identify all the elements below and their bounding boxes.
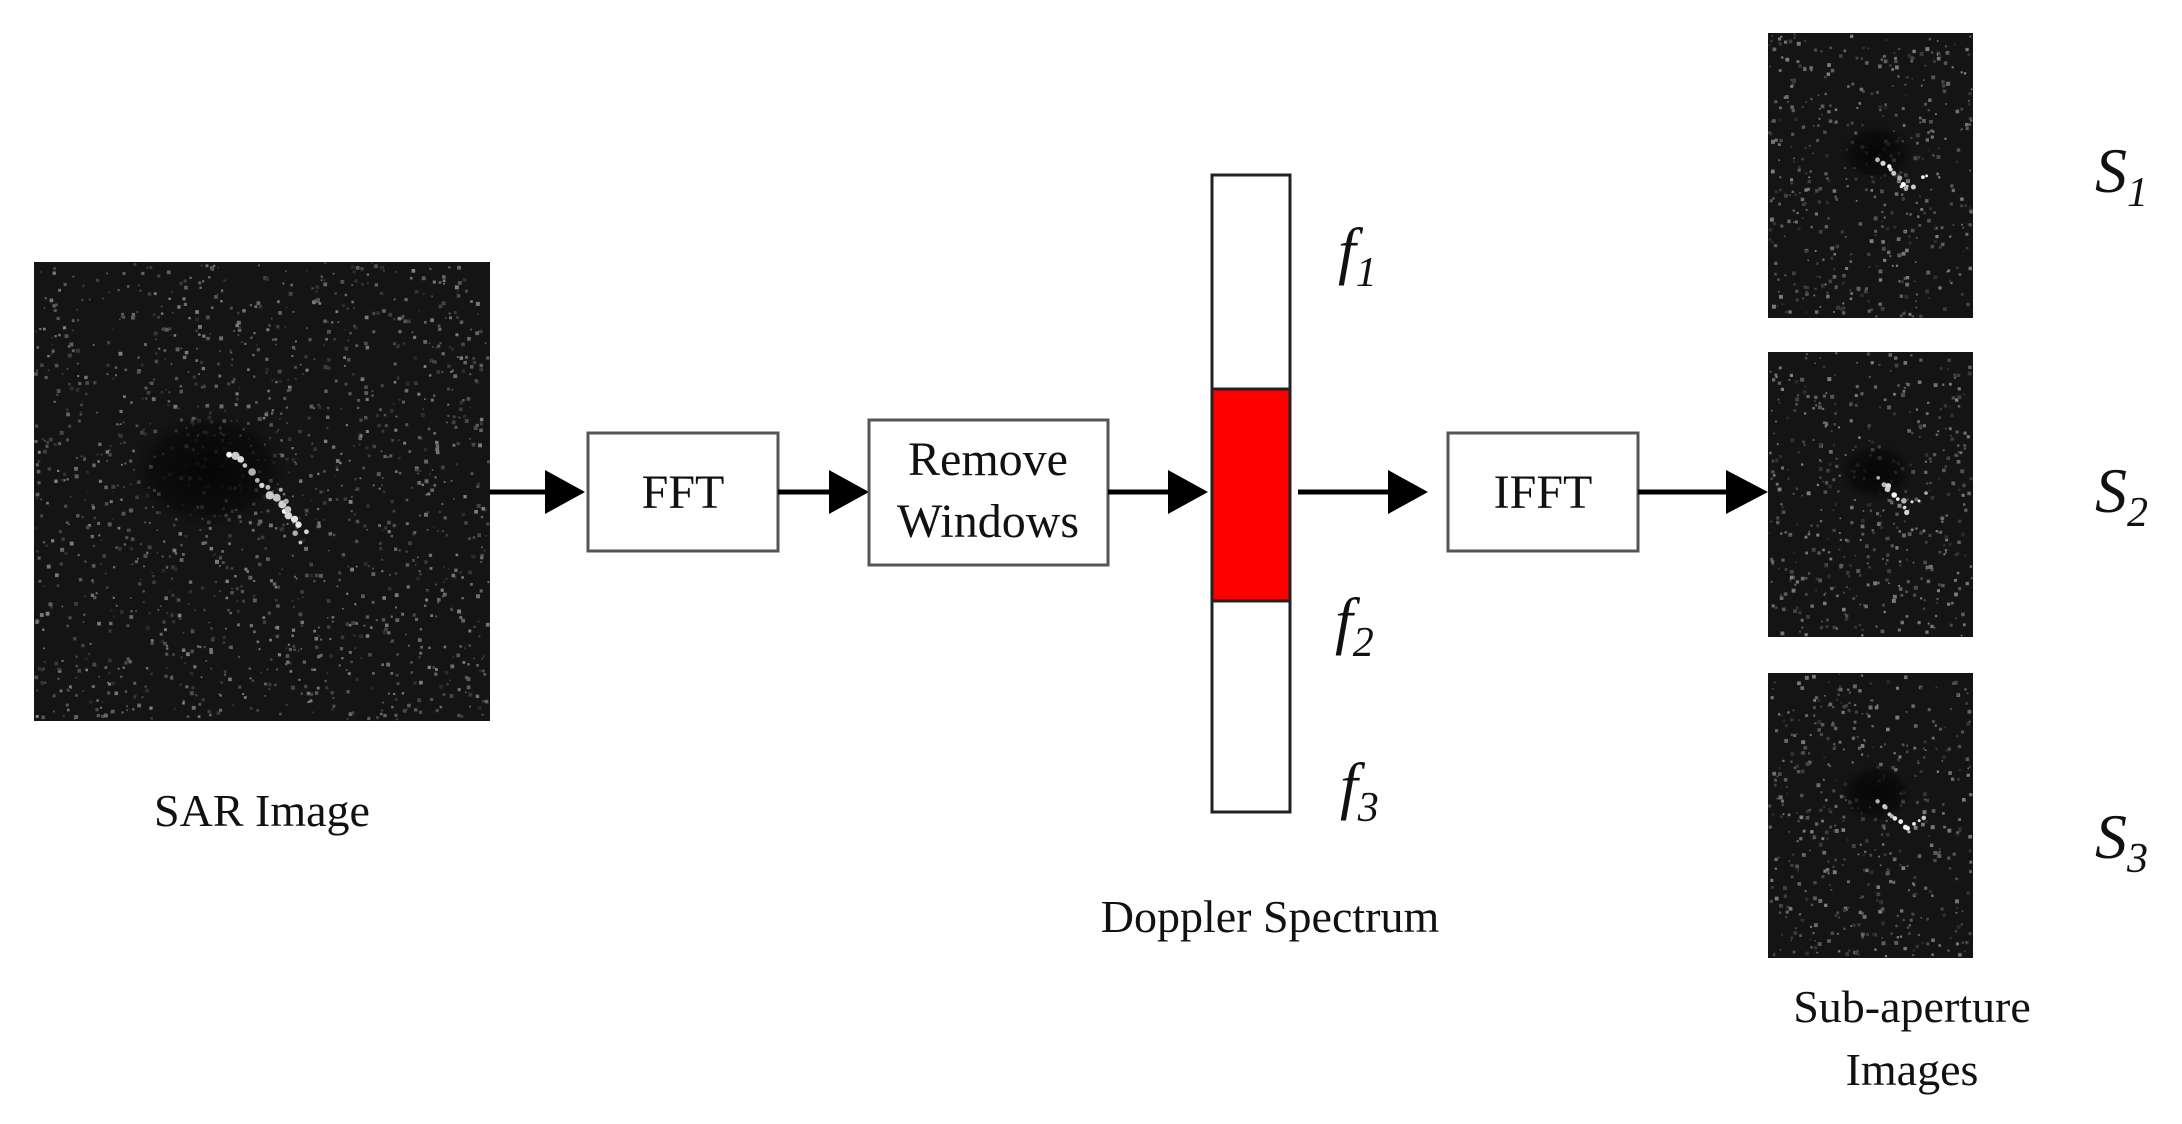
- remove-windows-label-line2: Windows: [897, 495, 1079, 548]
- remove-windows-block: Remove Windows: [867, 418, 1110, 567]
- spectrum-segment-2-selected: [1210, 387, 1292, 603]
- arrow-sar-to-fft: [490, 470, 585, 514]
- sub-aperture-images: [1768, 33, 1973, 958]
- sub-image-label-s2: S2: [2095, 455, 2148, 536]
- sub-aperture-caption-line1: Sub-aperture: [1793, 981, 2031, 1032]
- sar-shadow-region: [128, 408, 292, 532]
- sub-aperture-image-s3: [1768, 673, 1973, 958]
- frequency-label-f2: f2: [1335, 585, 1374, 666]
- fft-block: FFT: [586, 431, 780, 553]
- sub-image-label-s3: S3: [2095, 801, 2148, 882]
- doppler-spectrum-bar: [1210, 173, 1292, 814]
- fft-label: FFT: [642, 466, 725, 519]
- ifft-block: IFFT: [1446, 431, 1640, 553]
- spectrum-segment-1: [1210, 173, 1292, 391]
- arrow-ifft-to-sub-aperture: [1638, 470, 1768, 514]
- spectrum-segment-3: [1210, 599, 1292, 814]
- sub-aperture-image-s1: [1768, 33, 1973, 318]
- sub-image-label-s1: S1: [2095, 135, 2148, 216]
- sar-ship-target: [226, 451, 309, 545]
- remove-windows-label-line1: Remove: [908, 433, 1068, 486]
- frequency-label-f3: f3: [1340, 750, 1379, 831]
- sub-aperture-caption-line2: Images: [1846, 1044, 1979, 1095]
- sar-image-caption: SAR Image: [154, 785, 370, 836]
- sub-aperture-image-s2: [1768, 352, 1973, 637]
- doppler-spectrum-caption: Doppler Spectrum: [1101, 891, 1440, 942]
- ifft-label: IFFT: [1494, 466, 1593, 519]
- sar-image: [34, 262, 490, 721]
- sar-speckle-noise: [34, 262, 490, 721]
- arrow-fft-to-remove-windows: [778, 470, 869, 514]
- arrow-spectrum-to-ifft: [1298, 470, 1428, 514]
- arrow-remove-windows-to-spectrum: [1108, 470, 1208, 514]
- frequency-label-f1: f1: [1338, 215, 1377, 296]
